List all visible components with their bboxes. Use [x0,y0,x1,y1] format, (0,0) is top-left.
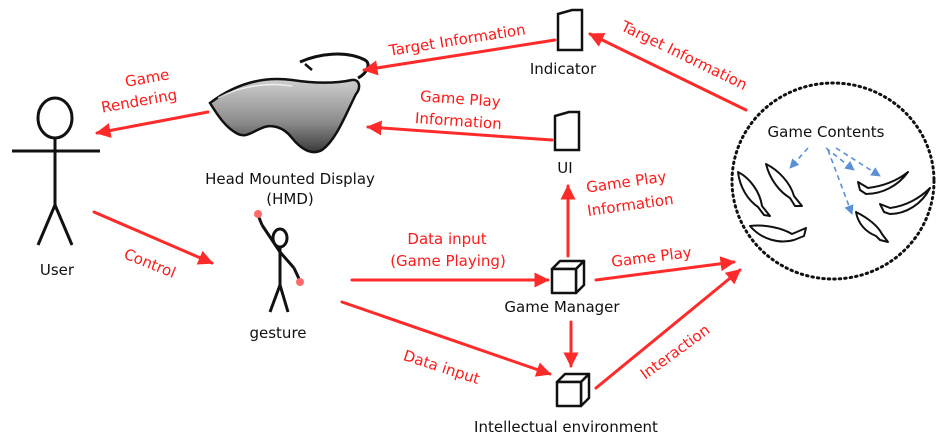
hmd-label-line1: Head Mounted Display [205,170,375,188]
ui-label: UI [557,159,572,177]
indicator-label: Indicator [530,60,597,78]
gesture-figure-icon [256,214,302,313]
game-contents-boundary [730,81,936,281]
edge-label-target-info-right: Target Information [617,17,750,94]
edge-label-interaction: Interaction [637,321,713,383]
fish-icon [855,211,889,243]
indicator-document-icon [556,8,584,52]
game-contents-label: Game Contents [768,123,885,141]
edge-label-data-input-game-line1: Data input [407,230,486,248]
fish-icon [749,224,807,243]
fish-icon [737,171,771,217]
fish-icon [765,163,803,207]
gesture-hand-marker-right [296,278,304,286]
arrow-indicator-to-hmd [362,38,557,76]
arrow-game-manager-to-contents [594,256,736,282]
arrow-ui-to-hmd [366,120,554,142]
edge-label-data-input: Data input [401,346,482,388]
edge-label-data-input-game-line2: (Game Playing) [390,252,506,270]
edge-label-control: Control [121,245,178,282]
edge-label-game-play: Game Play [610,243,692,271]
fish-icon [857,171,909,195]
arrow-user-to-gesture [92,210,214,265]
hmd-label-line2: (HMD) [266,190,313,208]
hmd-goggles-icon [208,52,370,154]
edge-label-game-rendering-line2: Rendering [100,86,179,117]
user-label: User [40,261,75,279]
fish-icon [879,187,931,215]
gesture-label: gesture [249,324,306,342]
ui-document-icon [553,110,581,152]
edge-label-gameplay-info-hmd-line1: Game Play [419,87,501,111]
intellectual-environment-cube-icon [555,372,591,408]
arrow-environment-to-contents [594,268,742,390]
arrow-gesture-to-environment [340,300,552,377]
game-manager-label: Game Manager [504,298,620,316]
intellectual-environment-label: Intellectual environment [474,418,658,436]
user-icon [12,96,100,246]
gesture-hand-marker-left [254,210,262,218]
arrow-contents-to-indicator [588,32,748,112]
edge-label-gameplay-info-hmd-line2: Information [414,109,502,133]
content-spawn-arrows [789,147,881,215]
arrow-hmd-to-user [95,110,210,138]
game-manager-cube-icon [550,259,586,295]
